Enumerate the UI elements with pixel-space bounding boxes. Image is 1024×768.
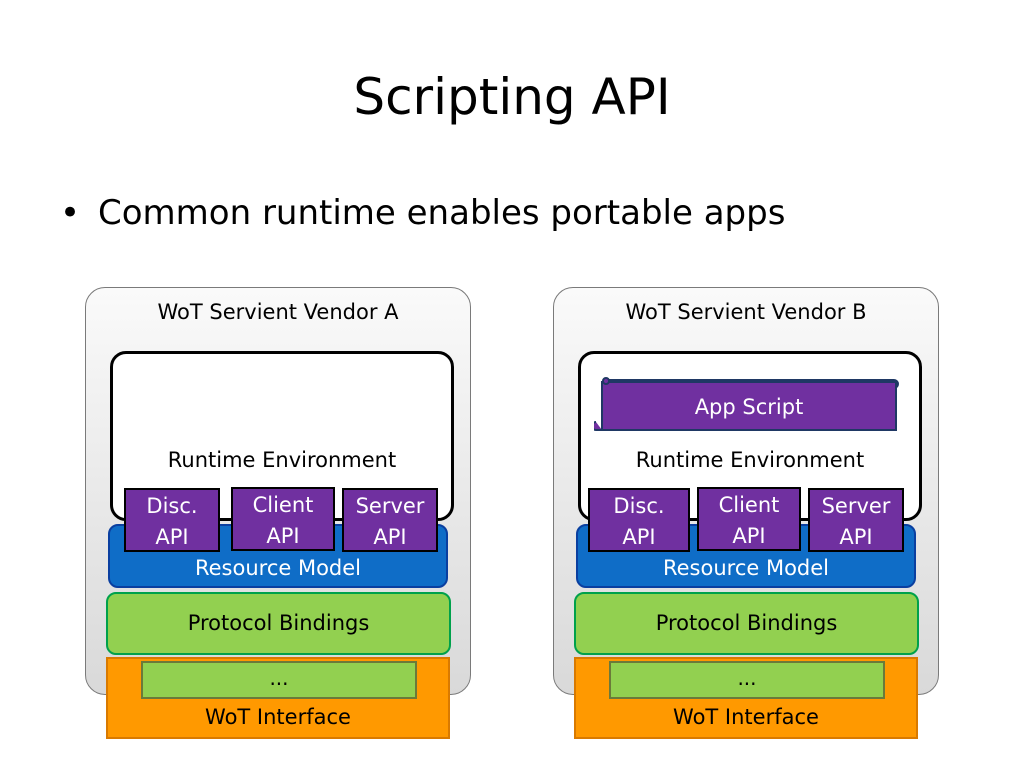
api-line2: API — [622, 525, 656, 549]
protocol-bindings-label: Protocol Bindings — [655, 611, 838, 635]
api-line1: Disc. — [613, 494, 665, 518]
server-api-box: Server API — [808, 488, 904, 552]
api-line2: API — [266, 524, 300, 548]
wot-interface-box: ... WoT Interface — [106, 657, 450, 739]
client-api-box: Client API — [231, 487, 335, 551]
wot-interface-label: WoT Interface — [673, 705, 819, 729]
interface-inner-box: ... — [141, 661, 417, 699]
client-api-box: Client API — [697, 487, 801, 551]
runtime-environment-label: Runtime Environment — [635, 448, 865, 472]
scroll-bottom-curl — [594, 421, 602, 431]
api-line1: Server — [355, 494, 425, 518]
protocol-bindings-box: Protocol Bindings — [106, 592, 451, 655]
resource-model-label: Resource Model — [662, 556, 830, 580]
slide-title: Scripting API — [353, 68, 671, 126]
api-line1: Disc. — [146, 494, 198, 518]
protocol-bindings-box: Protocol Bindings — [574, 592, 919, 655]
api-line2: API — [155, 525, 189, 549]
disc-api-box: Disc. API — [588, 488, 690, 552]
bullet-item: • Common runtime enables portable apps — [60, 190, 785, 236]
servient-label: WoT Servient Vendor B — [625, 300, 867, 324]
app-script-label: App Script — [695, 395, 804, 419]
bullet-text: Common runtime enables portable apps — [98, 193, 786, 233]
app-script-scroll: App Script — [594, 377, 899, 431]
servient-label: WoT Servient Vendor A — [157, 300, 399, 324]
api-line1: Server — [821, 494, 891, 518]
disc-api-box: Disc. API — [124, 488, 220, 552]
scroll-knob — [602, 377, 610, 385]
api-line2: API — [839, 525, 873, 549]
api-line1: Client — [718, 493, 780, 517]
protocol-bindings-label: Protocol Bindings — [187, 611, 370, 635]
resource-model-label: Resource Model — [194, 556, 362, 580]
scroll-body — [601, 381, 897, 431]
server-api-box: Server API — [342, 488, 438, 552]
bullet-marker: • — [60, 193, 81, 233]
wot-interface-box: ... WoT Interface — [574, 657, 918, 739]
api-line2: API — [373, 525, 407, 549]
api-line1: Client — [252, 493, 314, 517]
runtime-environment-label: Runtime Environment — [167, 448, 397, 472]
interface-inner-box: ... — [609, 661, 885, 699]
api-line2: API — [732, 524, 766, 548]
wot-interface-label: WoT Interface — [205, 705, 351, 729]
